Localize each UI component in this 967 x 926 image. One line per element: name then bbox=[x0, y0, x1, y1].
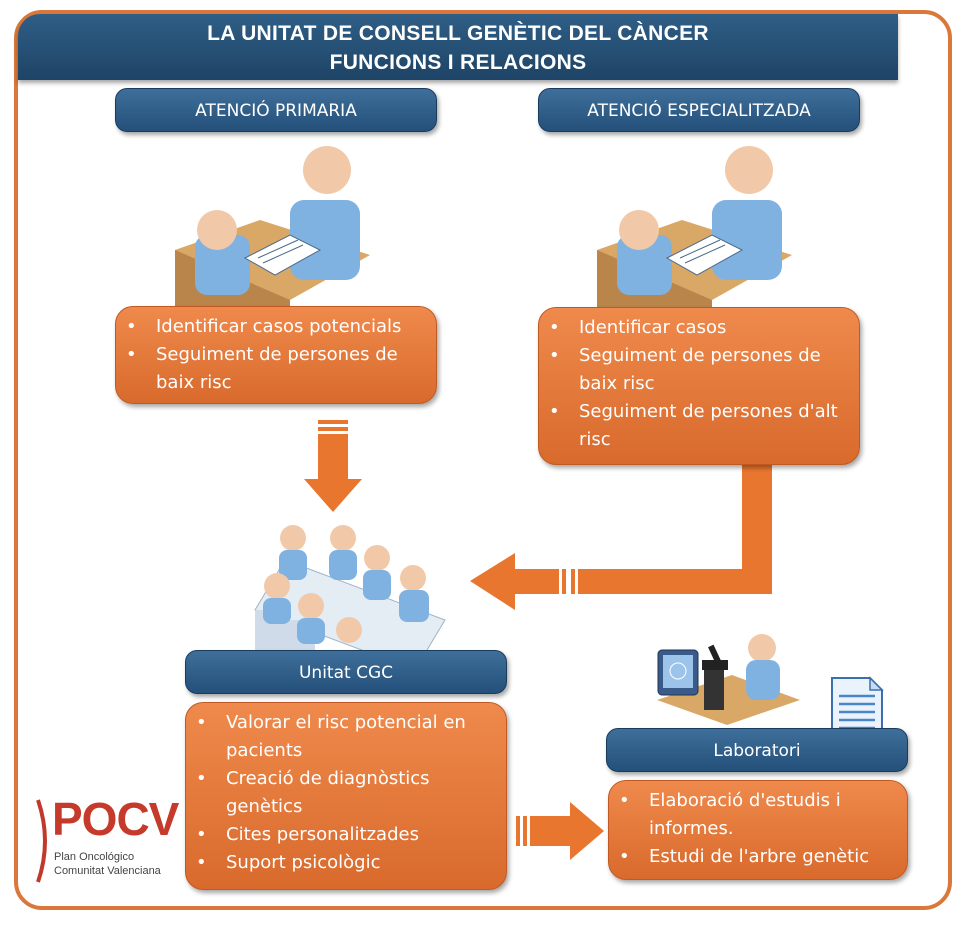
title-line-1: LA UNITAT DE CONSELL GENÈTIC DEL CÀNCER bbox=[207, 22, 709, 45]
list-item: Cites personalitzades bbox=[196, 821, 490, 849]
title-banner: LA UNITAT DE CONSELL GENÈTIC DEL CÀNCER … bbox=[18, 14, 898, 80]
arrow-primary-to-unit bbox=[304, 420, 362, 512]
title-line-2: FUNCIONS I RELACIONS bbox=[329, 51, 587, 74]
laboratory-box: Elaboració d'estudis i informes. Estudi … bbox=[608, 780, 908, 880]
unit-cgc-box: Valorar el risc potencial en pacients Cr… bbox=[185, 702, 507, 890]
arrow-specialized-to-unit bbox=[470, 462, 772, 610]
laboratory-label: Laboratori bbox=[606, 728, 908, 772]
list-item: Identificar casos bbox=[549, 314, 843, 342]
specialized-care-box: Identificar casos Seguiment de persones … bbox=[538, 307, 860, 465]
consultation-icon bbox=[175, 146, 370, 310]
list-item: Estudi de l'arbre genètic bbox=[619, 843, 891, 871]
pocv-logo-name: POCV bbox=[52, 793, 179, 845]
microscope-icon bbox=[657, 634, 800, 725]
list-item: Elaboració d'estudis i informes. bbox=[619, 787, 891, 843]
list-item: Seguiment de persones de baix risc bbox=[126, 341, 420, 397]
list-item: Identificar casos potencials bbox=[126, 313, 420, 341]
list-item: Valorar el risc potencial en pacients bbox=[196, 709, 490, 765]
specialized-care-label: ATENCIÓ ESPECIALITZADA bbox=[538, 88, 860, 132]
primary-care-box: Identificar casos potencials Seguiment d… bbox=[115, 306, 437, 404]
consultation-icon bbox=[597, 146, 792, 310]
unit-cgc-label: Unitat CGC bbox=[185, 650, 507, 694]
list-item: Seguiment de persones de baix risc bbox=[549, 342, 843, 398]
pocv-logo-line2: Comunitat Valenciana bbox=[54, 865, 161, 877]
pocv-logo-line1: Plan Oncológico bbox=[54, 851, 135, 863]
list-item: Creació de diagnòstics genètics bbox=[196, 765, 490, 821]
list-item: Seguiment de persones d'alt risc bbox=[549, 398, 843, 454]
pocv-logo-mark bbox=[36, 799, 47, 883]
meeting-icon bbox=[254, 525, 446, 670]
primary-care-label: ATENCIÓ PRIMARIA bbox=[115, 88, 437, 132]
list-item: Suport psicològic bbox=[196, 849, 490, 877]
arrow-unit-to-lab bbox=[516, 802, 604, 860]
